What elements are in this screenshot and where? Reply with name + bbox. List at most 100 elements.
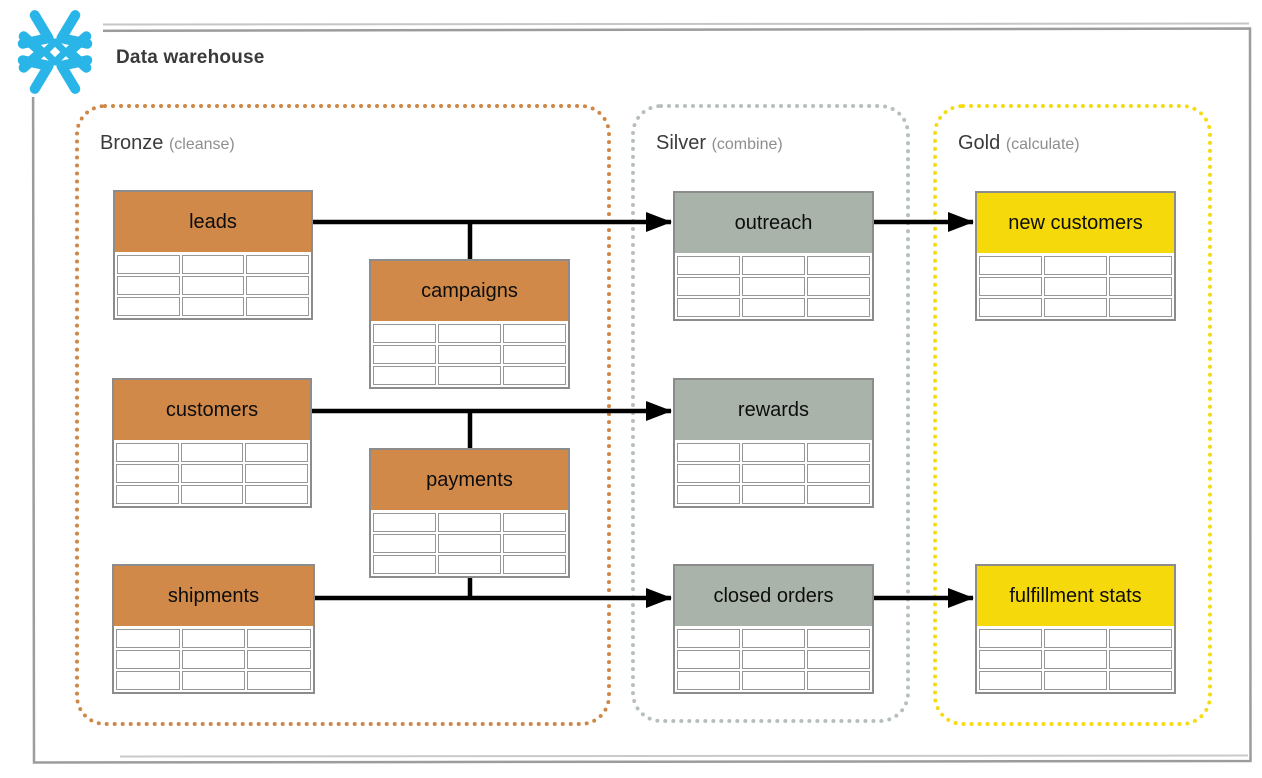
table-cell (1044, 650, 1107, 669)
table-cell (677, 277, 740, 296)
table-body (977, 626, 1174, 692)
table-cell (246, 297, 309, 316)
table-cell (181, 629, 246, 648)
table-label: new customers (1008, 211, 1143, 234)
table-cell (373, 513, 436, 532)
frame-sketch-bottom (119, 754, 1249, 758)
table-cell (373, 345, 436, 364)
table-cell (979, 671, 1042, 690)
table-cell (117, 297, 180, 316)
table-cell (742, 298, 805, 317)
table-header: closed orders (675, 566, 872, 626)
table-cell (438, 345, 501, 364)
table-header: new customers (977, 193, 1174, 253)
table-body (675, 440, 872, 506)
table-cell (807, 298, 870, 317)
table-cell (503, 534, 566, 553)
table-cell (807, 443, 870, 462)
table-cell (807, 629, 870, 648)
table-cell (116, 443, 179, 462)
table-cell (807, 277, 870, 296)
table-cell (116, 485, 179, 504)
table-customers: customers (112, 378, 312, 508)
table-body (114, 626, 313, 692)
table-cell (807, 485, 870, 504)
table-cell (677, 464, 740, 483)
table-cell (181, 671, 246, 690)
table-cell (677, 629, 740, 648)
table-header: fulfillment stats (977, 566, 1174, 626)
table-header: campaigns (371, 261, 568, 321)
zone-subtitle: (cleanse) (168, 136, 235, 153)
table-cell (373, 324, 436, 343)
table-cell (503, 345, 566, 364)
zone-silver-label: Silver (combine) (656, 132, 783, 155)
table-cell (247, 671, 311, 690)
table-rewards: rewards (673, 378, 874, 508)
table-header: payments (371, 450, 568, 510)
table-cell (1109, 650, 1172, 669)
table-cell (246, 255, 309, 274)
page-title: Data warehouse (116, 47, 265, 68)
table-cell (438, 324, 501, 343)
table-payments: payments (369, 448, 570, 578)
table-cell (1044, 277, 1107, 296)
table-cell (742, 464, 805, 483)
table-cell (180, 464, 244, 483)
table-cell (1044, 298, 1107, 317)
table-cell (677, 256, 740, 275)
table-body (977, 253, 1174, 319)
table-cell (807, 650, 870, 669)
table-cell (1044, 629, 1107, 648)
table-cell (742, 443, 805, 462)
table-leads: leads (113, 190, 313, 320)
table-cell (247, 629, 311, 648)
table-cell (1109, 256, 1172, 275)
table-label: fulfillment stats (1009, 584, 1142, 607)
table-cell (742, 485, 805, 504)
table-cell (373, 555, 436, 574)
table-label: customers (165, 398, 259, 421)
zone-bronze-label: Bronze (cleanse) (100, 132, 235, 155)
table-cell (1109, 671, 1172, 690)
table-new-customers: new customers (975, 191, 1176, 321)
snowflake-icon (17, 10, 93, 94)
table-cell (742, 629, 805, 648)
table-body (675, 626, 872, 692)
table-cell (117, 276, 180, 295)
table-label: outreach (734, 211, 813, 234)
table-cell (503, 555, 566, 574)
table-cell (116, 671, 180, 690)
zone-title: Gold (958, 132, 1001, 154)
table-shipments: shipments (112, 564, 315, 694)
table-cell (1109, 629, 1172, 648)
table-header: outreach (675, 193, 872, 253)
table-cell (742, 256, 805, 275)
table-cell (1109, 298, 1172, 317)
table-label: payments (426, 468, 513, 491)
table-cell (677, 298, 740, 317)
table-cell (373, 534, 436, 553)
table-cell (438, 513, 501, 532)
zone-title: Bronze (100, 132, 164, 154)
table-cell (181, 650, 246, 669)
table-cell (1044, 671, 1107, 690)
table-cell (979, 298, 1042, 317)
table-cell (742, 671, 805, 690)
table-cell (180, 485, 244, 504)
table-cell (503, 513, 566, 532)
table-cell (245, 464, 308, 483)
table-cell (979, 277, 1042, 296)
table-closed-orders: closed orders (673, 564, 874, 694)
table-campaigns: campaigns (369, 259, 570, 389)
logo-block (0, 0, 103, 97)
table-cell (180, 443, 244, 462)
table-cell (677, 443, 740, 462)
zone-subtitle: (calculate) (1005, 136, 1080, 153)
table-cell (246, 276, 309, 295)
table-cell (979, 256, 1042, 275)
frame-sketch-top (102, 22, 1250, 26)
table-cell (116, 650, 180, 669)
zone-gold-label: Gold (calculate) (958, 132, 1080, 155)
